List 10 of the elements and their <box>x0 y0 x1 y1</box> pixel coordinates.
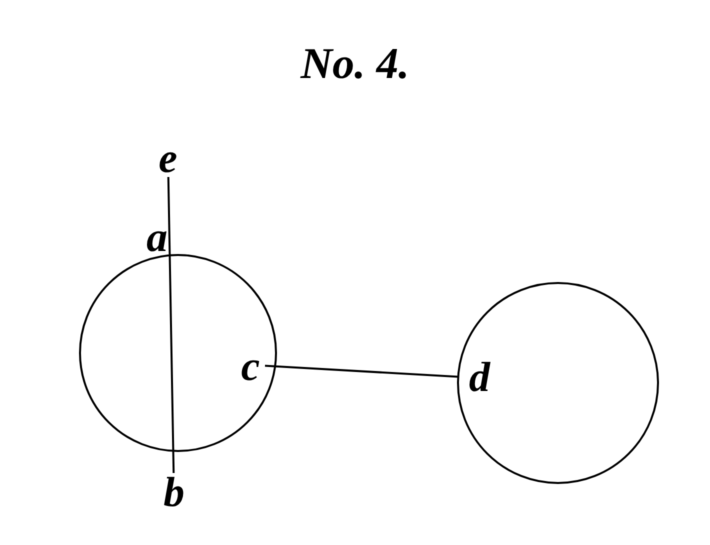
figure-title: No. 4. <box>299 40 410 88</box>
point-label: a <box>146 218 168 258</box>
point-label: c <box>236 346 264 382</box>
line <box>167 176 175 474</box>
circle <box>79 254 277 452</box>
point-label: b <box>160 473 188 513</box>
circle <box>457 282 659 484</box>
point-label: d <box>458 358 502 398</box>
point-label: e <box>155 139 181 177</box>
line <box>264 364 458 378</box>
